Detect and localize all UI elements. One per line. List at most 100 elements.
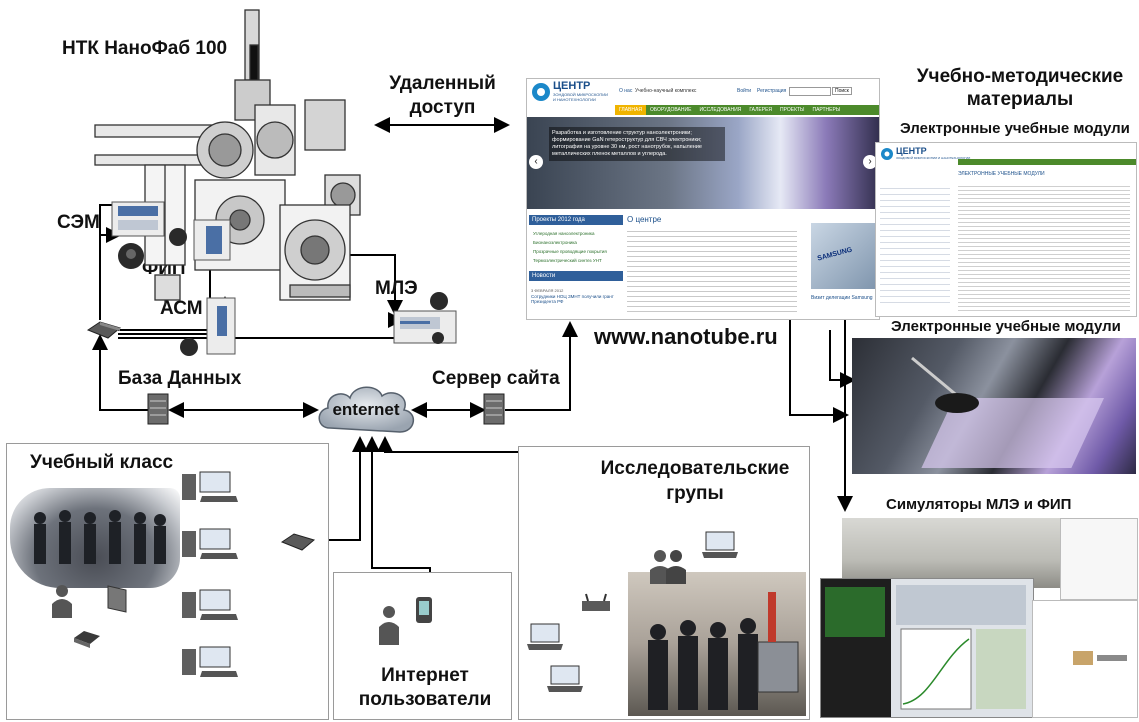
edu-materials-line2: материалы — [966, 89, 1074, 110]
site-project-3[interactable]: Прозрачные проводящие покрытия — [533, 249, 607, 254]
asm-label: АСМ — [160, 298, 203, 319]
research-laptop-1-icon — [702, 531, 738, 558]
research-group-photo — [628, 572, 806, 716]
site-news-title: Новости — [529, 271, 623, 281]
remote-access-label: Удаленный доступ — [380, 72, 505, 120]
site-login-link[interactable]: Войти — [737, 88, 751, 94]
site-header: ЦЕНТР ЗОНДОВОЙ МИКРОСКОПИИ И НАНОТЕХНОЛО… — [527, 79, 879, 105]
site-search-input[interactable] — [789, 87, 831, 96]
mle-joystick-small-icon — [432, 332, 444, 344]
module-nav-bar — [958, 159, 1136, 165]
classroom-computer-3-icon — [182, 589, 238, 620]
site-nav-equipment[interactable]: ОБОРУДОВАНИЕ — [649, 107, 692, 113]
classroom-computer-1-icon — [182, 471, 238, 502]
site-samsung-ad: SAMSUNG — [811, 223, 877, 289]
ntk-title: НТК НаноФаб 100 — [62, 38, 228, 59]
classroom-computer-4-icon — [182, 646, 238, 677]
group-people-illustration — [34, 510, 166, 564]
fip-instrument-icon — [193, 219, 231, 261]
site-samsung-brand: SAMSUNG — [816, 246, 854, 263]
module-heading: ЭЛЕКТРОННЫЕ УЧЕБНЫЕ МОДУЛИ — [958, 171, 1045, 177]
mle-instrument-icon — [393, 310, 457, 344]
site-server-icon — [483, 393, 505, 425]
site-project-4[interactable]: Термоэлектрический синтез УНТ — [533, 258, 602, 263]
classroom-user-icon — [52, 585, 72, 618]
site-about-title: О центре — [627, 215, 662, 224]
ntk-nanofab-equipment-drawing — [94, 9, 361, 305]
lab-equipment-photo — [852, 338, 1136, 474]
research-hub-icon — [582, 593, 610, 611]
internet-users-label: Интернет пользователи — [355, 664, 495, 712]
classroom-projector-icon — [74, 631, 100, 648]
internet-label: enternet — [332, 400, 400, 419]
asm-joystick-icon — [180, 338, 198, 356]
site-nav-projects[interactable]: ПРОЕКТЫ — [780, 107, 805, 113]
site-top-link-about[interactable]: О нас — [619, 88, 633, 94]
classroom-group-photo — [10, 488, 180, 588]
site-about-text-block — [627, 227, 797, 315]
edu-modules-label-2: Электронные учебные модули — [891, 318, 1121, 335]
research-people-illustration — [648, 592, 799, 710]
site-logo-title: ЦЕНТР — [553, 80, 591, 92]
edu-materials-label: Учебно-методические материалы — [905, 65, 1135, 111]
module-sidebar — [880, 183, 950, 303]
site-logo-icon — [532, 83, 550, 101]
site-register-link[interactable]: Регистрация — [757, 88, 787, 94]
site-banner-caption: Разработка и изготовление структур наноэ… — [549, 127, 725, 161]
inet-users-line2: пользователи — [358, 689, 492, 710]
sem-joystick-icon — [118, 243, 144, 269]
site-nav-research[interactable]: ИССЛЕДОВАНИЯ — [699, 107, 742, 113]
site-logo-subtitle-2: И НАНОТЕХНОЛОГИИ — [553, 97, 596, 102]
site-nav: ГЛАВНАЯ ОБОРУДОВАНИЕ ИССЛЕДОВАНИЯ ГАЛЕРЕ… — [615, 105, 879, 115]
research-laptop-2-icon — [527, 623, 563, 650]
equipment-router-icon — [86, 321, 122, 339]
edu-materials-line1: Учебно-методические — [916, 66, 1124, 87]
internet-user-phone-icon — [416, 597, 432, 623]
site-logo-subtitle-1: ЗОНДОВОЙ МИКРОСКОПИИ — [553, 92, 608, 97]
remote-access-line1: Удаленный — [389, 73, 496, 94]
site-server-label: Сервер сайта — [432, 368, 560, 389]
database-server-icon — [147, 393, 169, 425]
site-nav-home[interactable]: ГЛАВНАЯ — [615, 105, 646, 115]
site-visit-title[interactable]: Визит делегации Samsung — [811, 295, 873, 301]
module-logo-icon — [881, 148, 893, 160]
research-line1: Исследовательские — [600, 458, 790, 479]
site-project-1[interactable]: Углеродная наноэлектроника — [533, 231, 595, 236]
research-users-icon — [650, 550, 686, 584]
module-logo-subtitle: ЗОНДОВОЙ МИКРОСКОПИИ И НАНОТЕХНОЛОГИИ — [896, 156, 971, 160]
website-screenshot: ЦЕНТР ЗОНДОВОЙ МИКРОСКОПИИ И НАНОТЕХНОЛО… — [526, 78, 880, 320]
site-projects-title: Проекты 2012 года — [529, 215, 623, 225]
simulator-text-panel — [1060, 518, 1138, 600]
internet-cloud-icon — [318, 386, 414, 433]
classroom-label: Учебный класс — [30, 452, 174, 473]
internet-users-panel — [333, 572, 512, 720]
site-news-headline[interactable]: Сотрудники НОЦ ЗМНТ получили грант Прези… — [531, 294, 614, 304]
remote-access-line2: доступ — [409, 97, 476, 118]
site-project-2[interactable]: Бионаноэлектроника — [533, 240, 577, 245]
research-groups-label: Исследовательские групы — [590, 456, 800, 506]
site-news-date: 3 ФЕВРАЛЯ 2012 — [531, 288, 564, 293]
site-top-link-complex[interactable]: Учебно-научный комплекс — [635, 88, 697, 94]
classroom-projector-screen-icon — [107, 585, 127, 613]
simulator-schematic-panel — [1032, 600, 1138, 718]
schematic-illustration — [1073, 651, 1127, 665]
module-content — [958, 183, 1130, 311]
site-nav-gallery[interactable]: ГАЛЕРЕЯ — [749, 107, 773, 113]
site-banner: Разработка и изготовление структур наноэ… — [527, 117, 879, 209]
lab-equipment-illustration — [911, 356, 1105, 468]
sem-instrument-icon — [111, 201, 165, 237]
classroom-computer-2-icon — [182, 528, 238, 559]
research-line2: групы — [666, 483, 724, 504]
simulator-software-screenshot — [820, 578, 1034, 718]
url-label: www.nanotube.ru — [594, 324, 778, 349]
asm-instrument-icon — [206, 297, 236, 355]
site-nav-partners[interactable]: ПАРТНЕРЫ — [812, 107, 841, 113]
site-banner-prev-button[interactable]: ‹ — [529, 155, 543, 169]
module-logo-title: ЦЕНТР — [896, 146, 927, 156]
site-search-button[interactable]: Поиск — [832, 87, 852, 95]
internet-user-person-icon — [379, 606, 399, 645]
mle-joystick-icon — [430, 292, 448, 310]
sem-label: СЭМ — [57, 212, 100, 233]
simulators-label: Симуляторы МЛЭ и ФИП — [886, 496, 1072, 513]
site-banner-next-button[interactable]: › — [863, 155, 877, 169]
